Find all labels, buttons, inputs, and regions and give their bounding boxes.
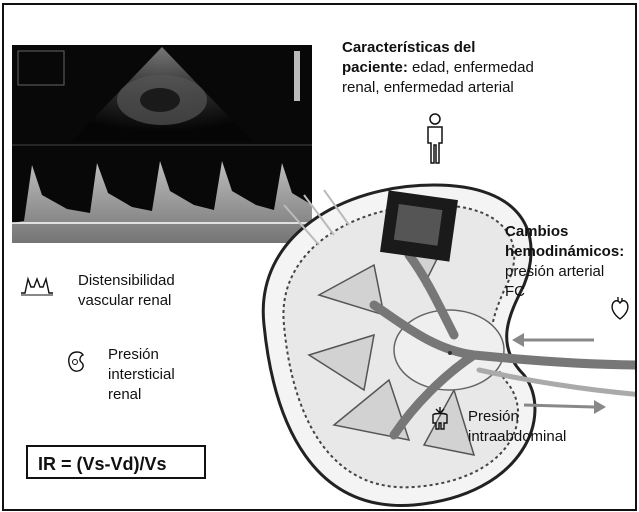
hemodynamic-line2: hemodinámicos: xyxy=(505,243,624,261)
intraabdominal-line2: intraabdominal xyxy=(468,428,566,446)
heart-icon xyxy=(610,297,630,321)
hemodynamic-line1: Cambios xyxy=(505,223,568,241)
hemodynamic-line4: FC xyxy=(505,283,525,301)
patient-heading-line1: Características del xyxy=(342,39,475,57)
patient-line3: renal, enfermedad arterial xyxy=(342,79,514,97)
abdomen-pressure-icon xyxy=(428,405,452,431)
intraabdominal-line1: Presión xyxy=(468,408,519,426)
distensibility-line1: Distensibilidad xyxy=(78,272,175,290)
interstitial-line1: Presión xyxy=(108,346,159,364)
distensibility-line2: vascular renal xyxy=(78,292,171,310)
hemodynamic-line3: presión arterial xyxy=(505,263,604,281)
diagram-frame: Características del paciente: edad, enfe… xyxy=(2,3,637,511)
small-kidney-icon xyxy=(66,350,88,374)
resistance-index-formula: IR = (Vs-Vd)/Vs xyxy=(26,445,206,479)
patient-heading-line2: paciente: edad, enfermedad xyxy=(342,59,534,77)
kidney-illustration xyxy=(224,175,637,511)
interstitial-line3: renal xyxy=(108,386,141,404)
waveform-icon xyxy=(20,275,54,297)
patient-age-disease: edad, enfermedad xyxy=(408,59,534,76)
interstitial-line2: intersticial xyxy=(108,366,175,384)
person-icon xyxy=(424,113,446,165)
patient-label: paciente: xyxy=(342,59,408,76)
